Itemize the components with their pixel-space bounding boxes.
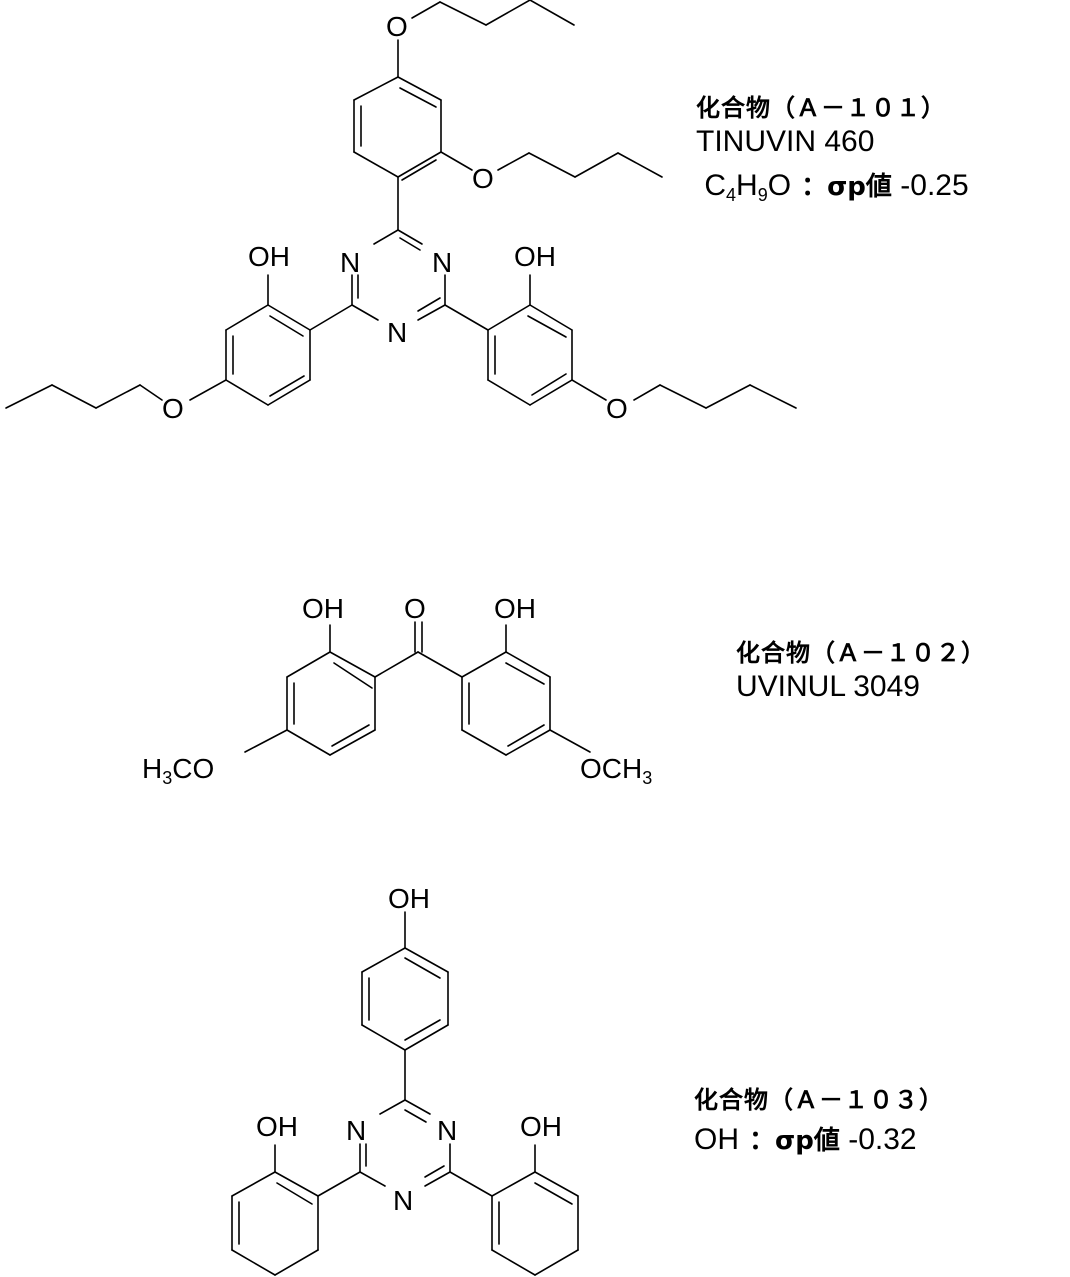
atom-n: N [346,1115,366,1146]
compound-title: 化合物（Ａ－１０２） [736,639,986,667]
compound-title: 化合物（Ａ－１０１） [696,94,946,122]
atom-o: O [472,163,494,194]
atom-n: N [387,317,407,348]
atom-o: O [162,393,184,424]
compound-label-a101: 化合物（Ａ－１０１） TINUVIN 460 C4H9O：σp値 -0.25 [696,93,969,206]
trade-name: TINUVIN 460 [696,125,875,158]
sigma-value: -0.32 [848,1123,917,1156]
atom-o: O [386,11,408,42]
sigma-value: -0.25 [900,168,969,202]
atom-oh: OH [514,241,556,272]
compound-label-a102: 化合物（Ａ－１０２） UVINUL 3049 [736,638,986,706]
atom-n: N [432,247,452,278]
compound-label-a103: 化合物（Ａ－１０３） OH：σp値 -0.32 [694,1085,944,1159]
atom-n: N [393,1185,413,1216]
atom-oh: OH [302,593,344,624]
atom-n: N [437,1115,457,1146]
atom-oh: OH [256,1111,298,1142]
substituent-sigma: C4H9O：σp値 -0.25 [704,168,969,205]
substituent-sigma: OH：σp値 -0.32 [694,1123,917,1156]
atom-o: O [404,593,426,624]
compound-title: 化合物（Ａ－１０３） [694,1086,944,1114]
atom-oh: OH [248,241,290,272]
atom-oh: OH [494,593,536,624]
atom-h3co: H3CO [142,753,214,788]
trade-name: UVINUL 3049 [736,670,920,703]
atom-oh: OH [388,883,430,914]
atom-o: O [606,393,628,424]
atom-och3: OCH3 [580,753,652,788]
atom-oh: OH [520,1111,562,1142]
atom-n: N [340,247,360,278]
